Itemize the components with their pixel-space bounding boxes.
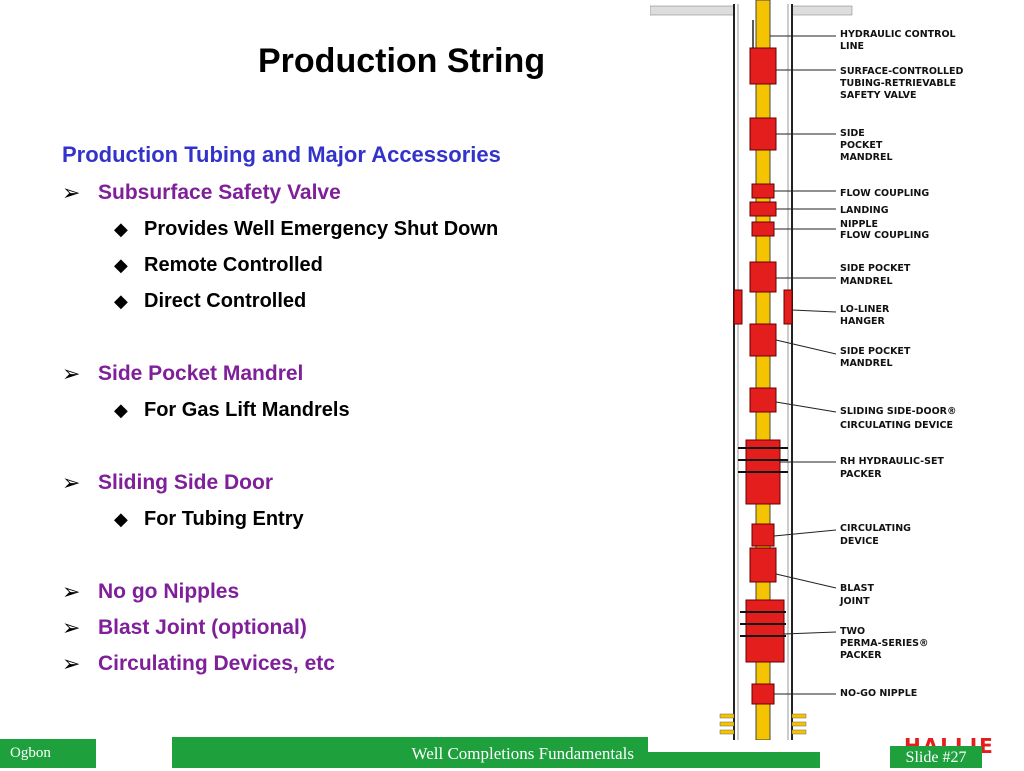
bullet-item: ➢ Sliding Side Door xyxy=(62,468,682,498)
arrow-bullet-icon: ➢ xyxy=(62,361,81,386)
tool-sliding-side-door xyxy=(749,387,777,413)
footer-author: Ogbon xyxy=(0,739,96,768)
tool-side-pocket-mandrel xyxy=(749,323,777,357)
tool-side-pocket-mandrel xyxy=(749,117,777,151)
tool-side-pocket-mandrel xyxy=(749,261,777,293)
tool-flow-coupling xyxy=(751,183,775,199)
tool-safety-valve xyxy=(749,47,777,85)
bullet-item: ➢ Subsurface Safety Valve xyxy=(62,178,682,208)
footer-strip xyxy=(648,752,820,768)
liner-hanger xyxy=(733,289,793,325)
bullet-label: Side Pocket Mandrel xyxy=(98,362,304,385)
tool-circulating-device xyxy=(751,523,775,547)
sub-bullet-item: ◆ Remote Controlled xyxy=(62,250,682,280)
sub-bullet-item: ◆ Provides Well Emergency Shut Down xyxy=(62,214,682,244)
label-no-go-nipple: NO-GO NIPPLE xyxy=(840,688,917,699)
bullet-label: No go Nipples xyxy=(98,580,240,603)
diamond-bullet-icon: ◆ xyxy=(114,290,128,311)
bullet-item: ➢ No go Nipples xyxy=(62,577,682,607)
footer-course-title: Well Completions Fundamentals xyxy=(172,737,648,768)
slide-content: Production Tubing and Major Accessories … xyxy=(62,142,682,679)
tool-blast-joint xyxy=(749,547,777,583)
diamond-bullet-icon: ◆ xyxy=(114,218,128,239)
string-tools xyxy=(745,47,785,705)
bullet-item: ➢ Side Pocket Mandrel xyxy=(62,359,682,389)
label-flow-coupling: FLOW COUPLING xyxy=(840,230,929,241)
sub-bullet-label: Remote Controlled xyxy=(144,253,323,276)
bullet-label: Circulating Devices, etc xyxy=(98,652,335,675)
label-sliding-side-door: SLIDING SIDE-DOOR®CIRCULATING DEVICE xyxy=(840,406,956,431)
bullet-label: Subsurface Safety Valve xyxy=(98,181,341,204)
sub-bullet-item: ◆ Direct Controlled xyxy=(62,286,682,316)
section-heading: Production Tubing and Major Accessories xyxy=(62,142,501,167)
sub-bullet-label: For Gas Lift Mandrels xyxy=(144,398,350,421)
label-flow-coupling: FLOW COUPLING xyxy=(840,188,929,199)
tool-perma-series-packer xyxy=(745,599,785,663)
casing-walls xyxy=(733,4,793,740)
tool-landing-nipple xyxy=(749,201,777,217)
bullet-item: ➢ Blast Joint (optional) xyxy=(62,613,682,643)
diamond-bullet-icon: ◆ xyxy=(114,399,128,420)
bullet-label: Sliding Side Door xyxy=(98,471,274,494)
sub-bullet-item: ◆ For Tubing Entry xyxy=(62,504,682,534)
perforations xyxy=(719,713,807,735)
arrow-bullet-icon: ➢ xyxy=(62,651,81,676)
sub-bullet-label: Direct Controlled xyxy=(144,289,307,312)
bullet-label: Blast Joint (optional) xyxy=(98,616,307,639)
tool-flow-coupling xyxy=(751,221,775,237)
arrow-bullet-icon: ➢ xyxy=(62,470,81,495)
arrow-bullet-icon: ➢ xyxy=(62,579,81,604)
diamond-bullet-icon: ◆ xyxy=(114,254,128,275)
tool-no-go-nipple xyxy=(751,683,775,705)
surface-hatching xyxy=(650,5,853,16)
packer-elements xyxy=(738,447,788,637)
slide-title: Production String xyxy=(258,42,546,80)
diamond-bullet-icon: ◆ xyxy=(114,508,128,529)
sub-bullet-item: ◆ For Gas Lift Mandrels xyxy=(62,395,682,425)
arrow-bullet-icon: ➢ xyxy=(62,615,81,640)
bullet-item: ➢ Circulating Devices, etc xyxy=(62,649,682,679)
arrow-bullet-icon: ➢ xyxy=(62,180,81,205)
slide-number: Slide #27 xyxy=(890,746,982,768)
sub-bullet-label: For Tubing Entry xyxy=(144,507,304,530)
label-leader-lines xyxy=(770,35,837,695)
sub-bullet-label: Provides Well Emergency Shut Down xyxy=(144,217,499,240)
